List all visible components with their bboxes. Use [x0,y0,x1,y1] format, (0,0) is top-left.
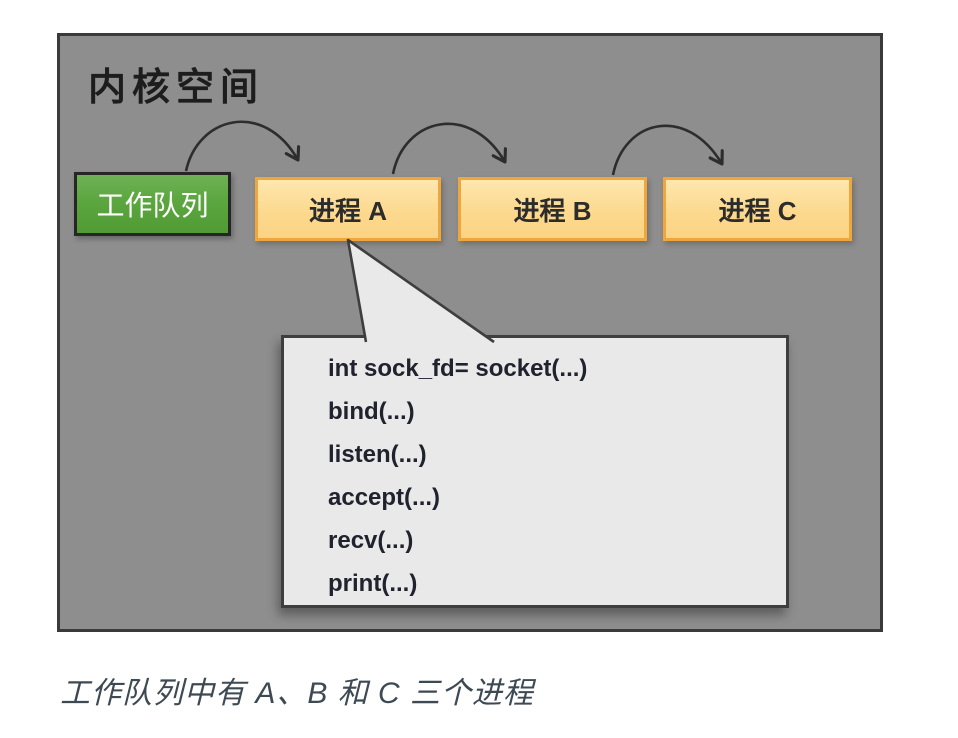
code-block: int sock_fd= socket(...) bind(...) liste… [328,347,587,605]
process-b-label: 进程 B [513,195,592,226]
code-line: print(...) [328,570,418,597]
kernel-space-title: 内核空间 [88,67,265,109]
code-callout-bubble: int sock_fd= socket(...) bind(...) liste… [281,335,789,608]
code-line: bind(...) [328,398,415,425]
code-line: int sock_fd= socket(...) [328,355,588,382]
work-queue-label: 工作队列 [96,190,209,221]
process-c-label: 进程 C [718,195,797,226]
process-a-box: 进程 A [255,177,441,241]
process-a-label: 进程 A [308,195,387,226]
figure-caption: 工作队列中有 A、B 和 C 三个进程 [60,677,535,710]
process-c-box: 进程 C [663,177,852,241]
work-queue-box: 工作队列 [74,172,231,236]
code-line: recv(...) [328,527,414,554]
process-b-box: 进程 B [458,177,647,241]
code-line: accept(...) [328,484,441,511]
code-line: listen(...) [328,441,427,468]
